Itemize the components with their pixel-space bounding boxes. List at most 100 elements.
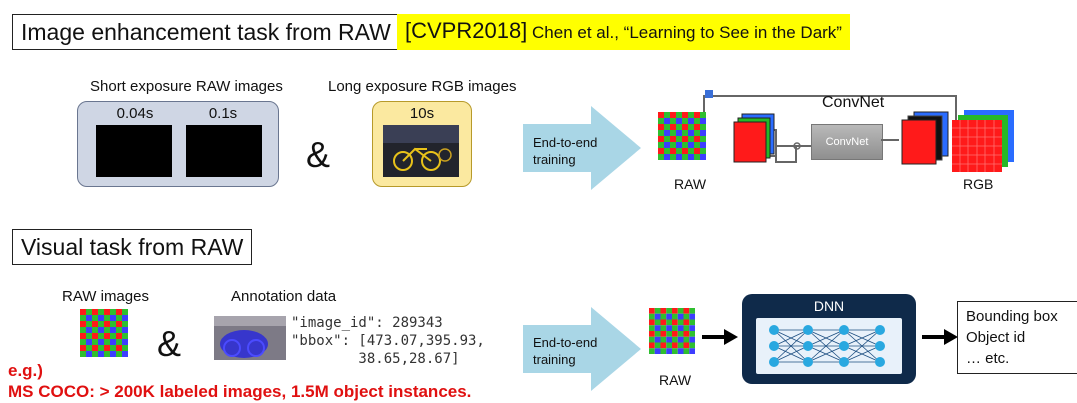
- bayer-cell: [122, 351, 128, 357]
- bayer-cell: [694, 136, 700, 142]
- bayer-cell: [80, 327, 86, 333]
- bayer-cell: [672, 348, 678, 354]
- feature-maps-left-icon: [733, 113, 775, 163]
- bayer-cell: [122, 339, 128, 345]
- bayer-cell: [683, 308, 690, 314]
- bayer-cell: [700, 142, 706, 148]
- bayer-cell: [672, 331, 678, 337]
- bayer-cell: [658, 154, 664, 160]
- bayer-cell: [682, 136, 688, 142]
- bayer-cell: [122, 321, 128, 327]
- bayer-cell: [86, 309, 92, 315]
- convnet-title: ConvNet: [822, 94, 885, 111]
- convnet-raw-label: RAW: [674, 176, 707, 192]
- bayer-cell: [116, 345, 122, 351]
- bayer-cell: [676, 118, 682, 124]
- bayer-cell: [683, 319, 690, 326]
- bayer-cell: [122, 345, 128, 351]
- annotation-line-1: "image_id": 289343: [291, 315, 443, 331]
- bayer-cell: [98, 315, 104, 321]
- bayer-cell: [86, 333, 92, 339]
- bayer-cell: [677, 308, 684, 314]
- long-rgb-image: [383, 125, 459, 177]
- bayer-cell: [654, 325, 661, 331]
- bayer-cell: [672, 325, 678, 331]
- output-object-id: Object id: [966, 329, 1026, 346]
- bayer-cell: [86, 327, 92, 333]
- bayer-cell: [670, 148, 676, 154]
- bayer-cell: [677, 348, 684, 354]
- bayer-cell: [664, 124, 670, 130]
- bayer-cell: [677, 336, 684, 343]
- bayer-cell: [688, 136, 694, 142]
- bayer-cell: [683, 331, 690, 337]
- bayer-cell: [672, 319, 678, 326]
- bayer-cell: [654, 342, 661, 349]
- bayer-cell: [689, 336, 695, 343]
- bayer-cell: [689, 331, 695, 337]
- bayer-cell: [689, 319, 695, 326]
- bayer-cell: [700, 118, 706, 124]
- section1-title: Image enhancement task from RAW: [12, 14, 400, 50]
- bayer-cell: [689, 348, 695, 354]
- bayer-cell: [694, 118, 700, 124]
- bayer-cell: [689, 313, 695, 320]
- convnet-raw-input-icon: [658, 112, 706, 160]
- bayer-cell: [682, 124, 688, 130]
- bayer-cell: [683, 342, 690, 349]
- output-box: Bounding box Object id … etc.: [957, 301, 1077, 374]
- bayer-cell: [688, 148, 694, 154]
- bayer-cell: [694, 112, 700, 118]
- bayer-cell: [110, 321, 116, 327]
- bayer-cell: [104, 333, 110, 339]
- bayer-cell: [80, 339, 86, 345]
- bayer-cell: [666, 319, 672, 326]
- bayer-cell: [683, 336, 690, 343]
- bayer-cell: [672, 336, 678, 343]
- bayer-cell: [658, 124, 664, 130]
- bayer-cell: [676, 130, 682, 136]
- arrow-to-output-icon: [922, 329, 958, 345]
- bayer-cell: [672, 308, 678, 314]
- bayer-cell: [92, 345, 98, 351]
- bayer-cell: [92, 315, 98, 321]
- convnet-diagram: ConvNet ConvNet: [656, 90, 1020, 196]
- bayer-cell: [80, 345, 86, 351]
- bayer-cell: [110, 327, 116, 333]
- section2-title: Visual task from RAW: [12, 229, 253, 265]
- bayer-cell: [86, 345, 92, 351]
- bayer-cell: [86, 321, 92, 327]
- bayer-cell: [664, 148, 670, 154]
- bayer-cell: [664, 136, 670, 142]
- bayer-cell: [670, 124, 676, 130]
- bayer-cell: [80, 351, 86, 357]
- bayer-cell: [700, 154, 706, 160]
- bayer-cell: [649, 313, 655, 320]
- bayer-cell: [664, 142, 670, 148]
- bayer-cell: [682, 118, 688, 124]
- bayer-cell: [660, 348, 667, 354]
- short-time-2: 0.1s: [208, 105, 238, 122]
- bayer-cell: [660, 342, 667, 349]
- bayer-cell: [670, 130, 676, 136]
- bayer-cell: [682, 112, 688, 118]
- bayer-cell: [98, 321, 104, 327]
- bayer-cell: [700, 112, 706, 118]
- bayer-cell: [688, 130, 694, 136]
- bayer-cell: [654, 319, 661, 326]
- bayer-cell: [98, 339, 104, 345]
- bayer-cell: [664, 154, 670, 160]
- bayer-cell: [654, 331, 661, 337]
- bayer-cell: [694, 130, 700, 136]
- end-to-end-label-2: End-to-end training: [533, 335, 598, 367]
- bayer-cell: [689, 325, 695, 331]
- annotation-line-3: 38.65,28.67]: [291, 351, 460, 367]
- bayer-cell: [116, 327, 122, 333]
- annotation-line-2: "bbox": [473.07,395.93,: [291, 333, 485, 349]
- bayer-cell: [110, 333, 116, 339]
- bayer-cell: [666, 313, 672, 320]
- bayer-cell: [654, 313, 661, 320]
- convnet-rgb-output-icon: [952, 110, 1014, 172]
- bayer-cell: [98, 351, 104, 357]
- bayer-cell: [654, 308, 661, 314]
